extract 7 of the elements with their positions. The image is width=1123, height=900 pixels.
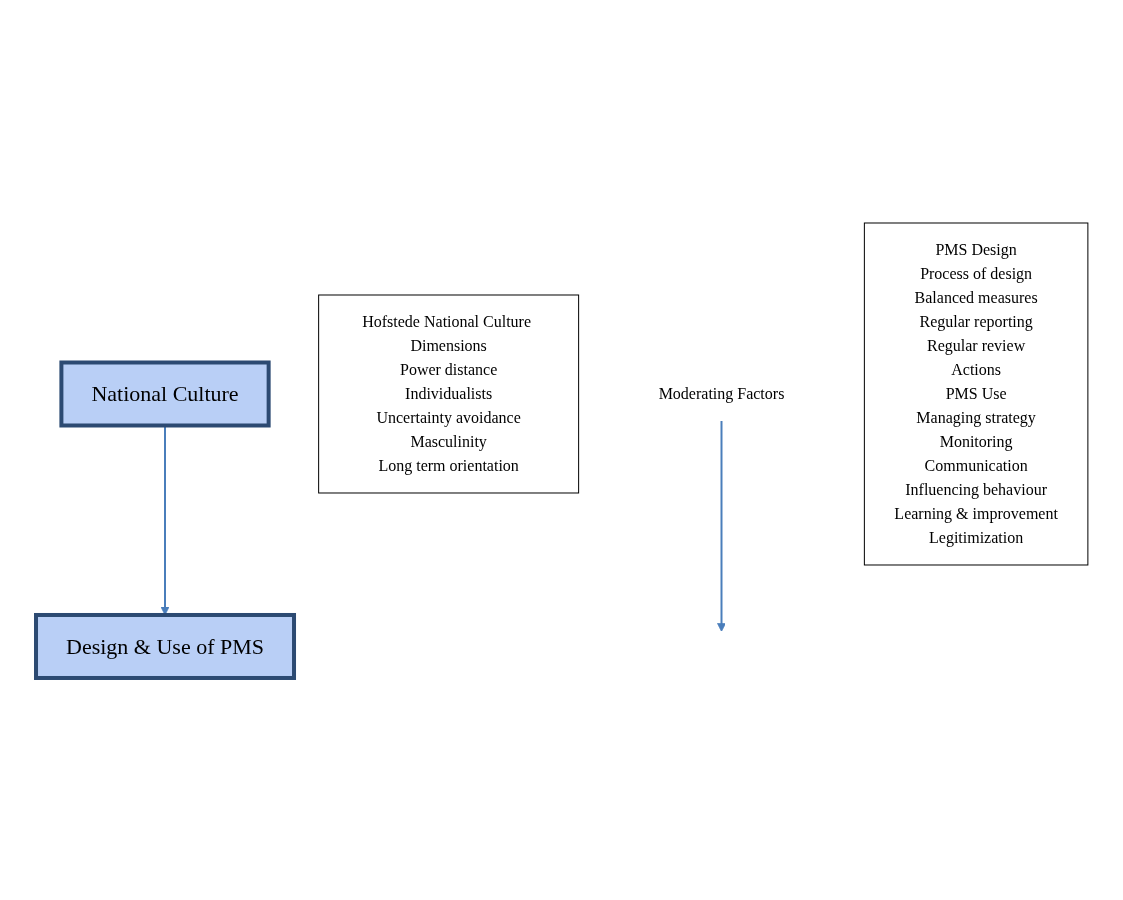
node-text: Moderating Factors <box>658 384 784 402</box>
node-box: PMS Design Process of design Balanced measures Regular reporting Regular review Actions PMS Use Managing strategy Monitoring Communication Influencing behaviour Learning & improvement Legitimization <box>863 222 1088 565</box>
node-box: National Culture <box>58 360 271 427</box>
node-box: Design & Use of PMS <box>33 612 296 680</box>
node-box: Hofstede National Culture Dimensions Power distance Individualists Uncertainty avoidance Masculinity Long term orientation <box>317 294 579 493</box>
arrow <box>160 424 169 615</box>
arrow <box>716 419 726 632</box>
